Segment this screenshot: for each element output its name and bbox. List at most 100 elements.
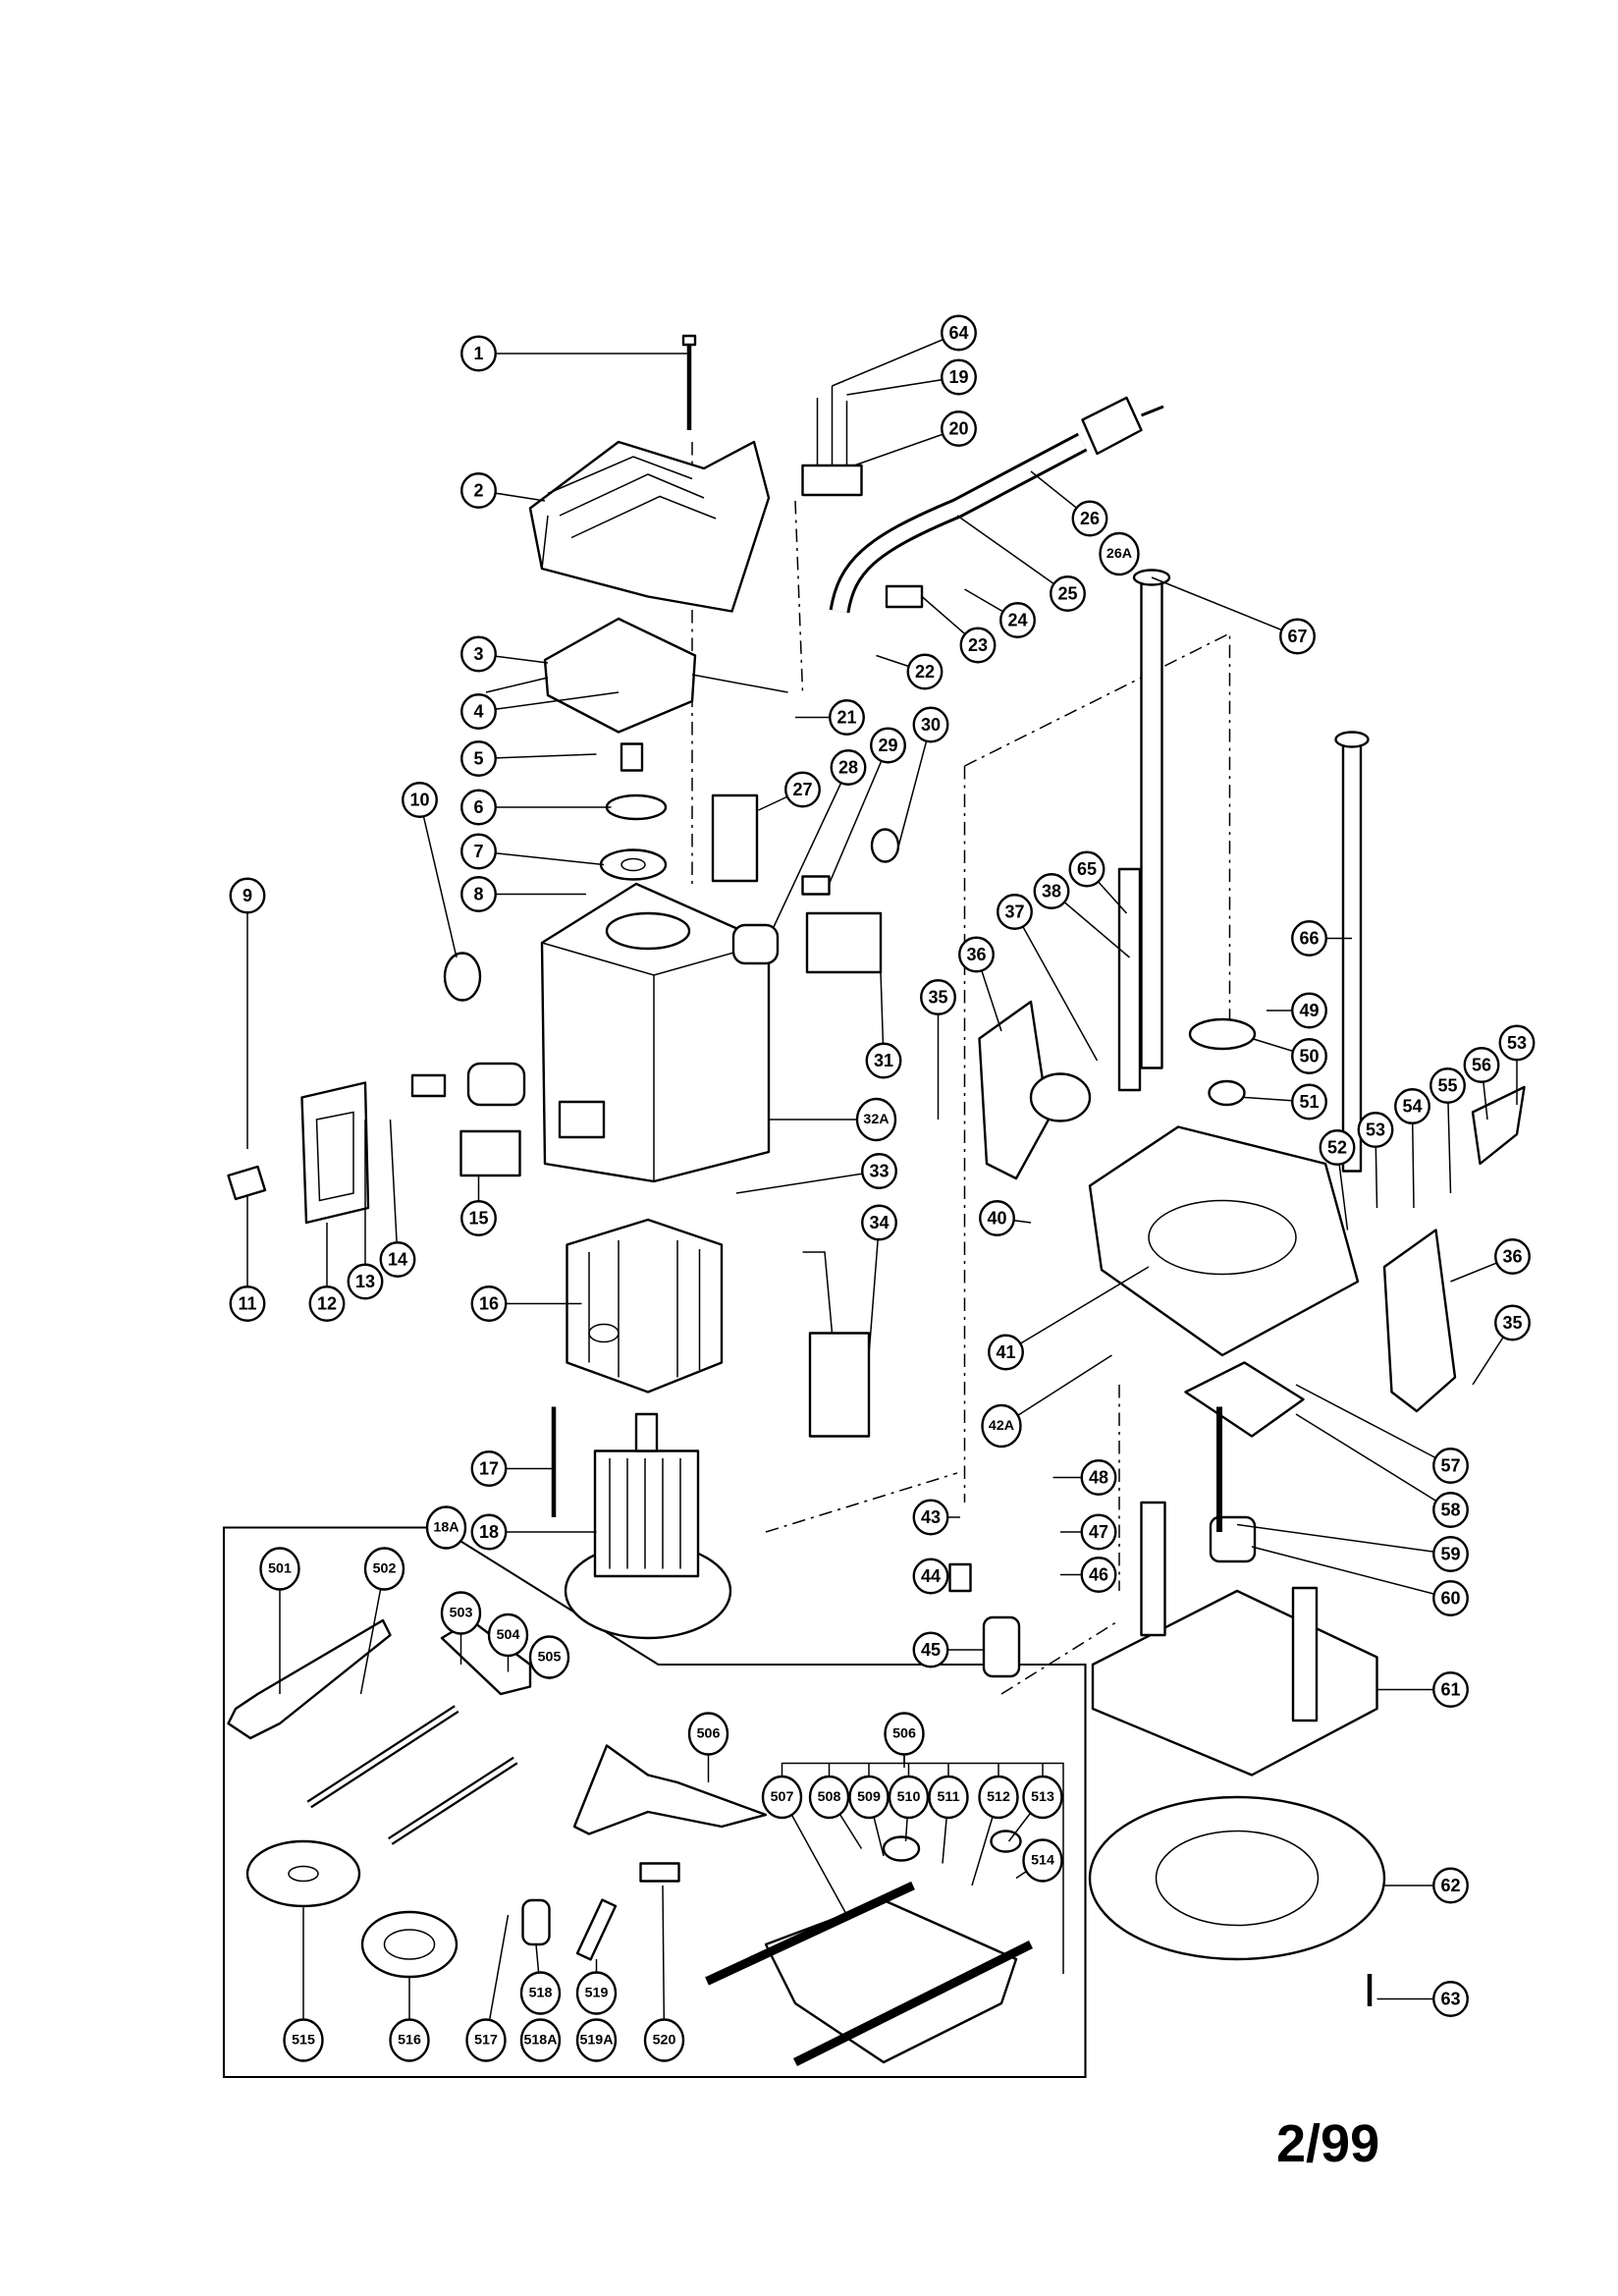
callout-512: 512 (971, 1775, 1019, 1886)
callout-bubble (978, 1775, 1019, 1820)
callout-506: 506 (687, 1712, 729, 1782)
callout-label: 7 (473, 842, 483, 861)
callout-509: 509 (848, 1775, 890, 1857)
callout-519: 519 (575, 1959, 618, 2015)
callout-501: 501 (259, 1547, 300, 1694)
callout-label: 58 (1440, 1501, 1460, 1520)
callout-bubble (958, 936, 995, 973)
callout-label: 44 (921, 1566, 941, 1586)
callout-bubble (460, 635, 497, 673)
callout-bubble (1432, 1867, 1469, 1904)
callout-bubble (229, 1285, 266, 1322)
callout-502: 502 (359, 1547, 405, 1695)
callout-bubble (1357, 1112, 1394, 1148)
callout-label: 29 (878, 736, 897, 755)
leader-line (1251, 1546, 1451, 1600)
callout-label: 519 (585, 1986, 609, 2001)
callout-63: 63 (1376, 1981, 1469, 2017)
callout-bubble (460, 1200, 497, 1236)
template-guide-part (360, 1910, 458, 1979)
callout-bubble (1494, 1238, 1531, 1275)
callout-label: 42A (989, 1418, 1014, 1434)
wing-bolt-part (639, 1862, 680, 1883)
label-plate-part (459, 1129, 521, 1177)
cover-plate-part (485, 617, 788, 734)
callout-label: 5 (473, 749, 483, 769)
name-plate-part (805, 911, 883, 974)
callout-bubble (1494, 1304, 1531, 1341)
callout-bubble (912, 1631, 949, 1668)
callout-60: 60 (1251, 1546, 1469, 1616)
callout-label: 53 (1366, 1121, 1385, 1140)
switch-part (711, 793, 759, 883)
callout-57: 57 (1295, 1384, 1469, 1484)
callout-bubble (1080, 1459, 1117, 1496)
callout-504: 504 (487, 1613, 529, 1672)
callout-label: 512 (987, 1789, 1010, 1805)
column-part (1341, 742, 1363, 1173)
callout-label: 502 (373, 1561, 397, 1577)
callout-17: 17 (470, 1450, 554, 1487)
callout-bubble (1022, 1775, 1063, 1820)
callout-13: 13 (347, 1120, 384, 1300)
callout-bubble (402, 782, 438, 818)
callout-51: 51 (1244, 1083, 1327, 1121)
callout-bubble (1080, 1557, 1117, 1593)
callout-label: 62 (1440, 1876, 1460, 1895)
callout-label: 10 (409, 791, 429, 810)
callout-bubble (1432, 1981, 1469, 2017)
callout-519a: 519A (575, 2018, 618, 2062)
callout-55: 55 (1429, 1067, 1466, 1194)
sleeve-part (521, 1898, 551, 1946)
callout-4: 4 (460, 691, 620, 730)
callout-label: 40 (987, 1209, 1006, 1229)
callout-label: 53 (1507, 1033, 1527, 1053)
callout-12: 12 (308, 1223, 346, 1322)
callout-46: 46 (1060, 1557, 1117, 1593)
callout-37: 37 (997, 894, 1099, 1062)
callout-11: 11 (229, 1196, 266, 1322)
callout-label: 23 (968, 635, 988, 655)
callout-bubble (1279, 618, 1316, 655)
callout-bubble (460, 740, 497, 777)
spring-part (948, 1562, 972, 1593)
callout-label: 32A (863, 1112, 889, 1127)
callout-label: 59 (1440, 1545, 1460, 1564)
callout-bubble (1068, 850, 1106, 888)
callout-bubble (981, 1403, 1022, 1449)
callout-bubble (1291, 992, 1327, 1029)
leader-line (1295, 1384, 1451, 1467)
callout-bubble (912, 706, 949, 743)
handle-part (978, 1000, 1051, 1180)
callout-bubble (1022, 1838, 1063, 1883)
callout-bubble (687, 1712, 729, 1756)
callout-27: 27 (758, 771, 821, 811)
callout-bubble (575, 2018, 618, 2062)
leader-line (897, 724, 932, 847)
callout-label: 48 (1089, 1468, 1108, 1488)
leader-line (1295, 1413, 1451, 1511)
callout-bubble (861, 1204, 897, 1241)
callout-label: 28 (838, 758, 858, 778)
leader-line (1236, 1523, 1451, 1556)
depth-stopper-part (1117, 867, 1142, 1092)
callout-label: 34 (869, 1213, 889, 1232)
callout-bubble (575, 1971, 618, 2015)
screw-part (681, 334, 697, 430)
callout-label: 520 (653, 2033, 676, 2049)
callout-bubble (460, 876, 497, 912)
callout-bubble (519, 1971, 562, 2015)
callout-bubble (1463, 1047, 1500, 1083)
callout-514: 514 (1015, 1838, 1063, 1883)
callout-label: 518A (523, 2033, 557, 2049)
callout-label: 67 (1287, 627, 1307, 646)
callout-bubble (912, 1558, 949, 1595)
callout-34: 34 (861, 1204, 897, 1356)
callout-label: 12 (317, 1294, 337, 1314)
callout-bubble (979, 1200, 1015, 1236)
callout-3: 3 (460, 635, 549, 673)
callout-label: 510 (897, 1789, 921, 1805)
callout-bubble (1291, 1083, 1327, 1121)
callout-label: 18A (433, 1520, 458, 1536)
callout-42a: 42A (981, 1354, 1112, 1449)
